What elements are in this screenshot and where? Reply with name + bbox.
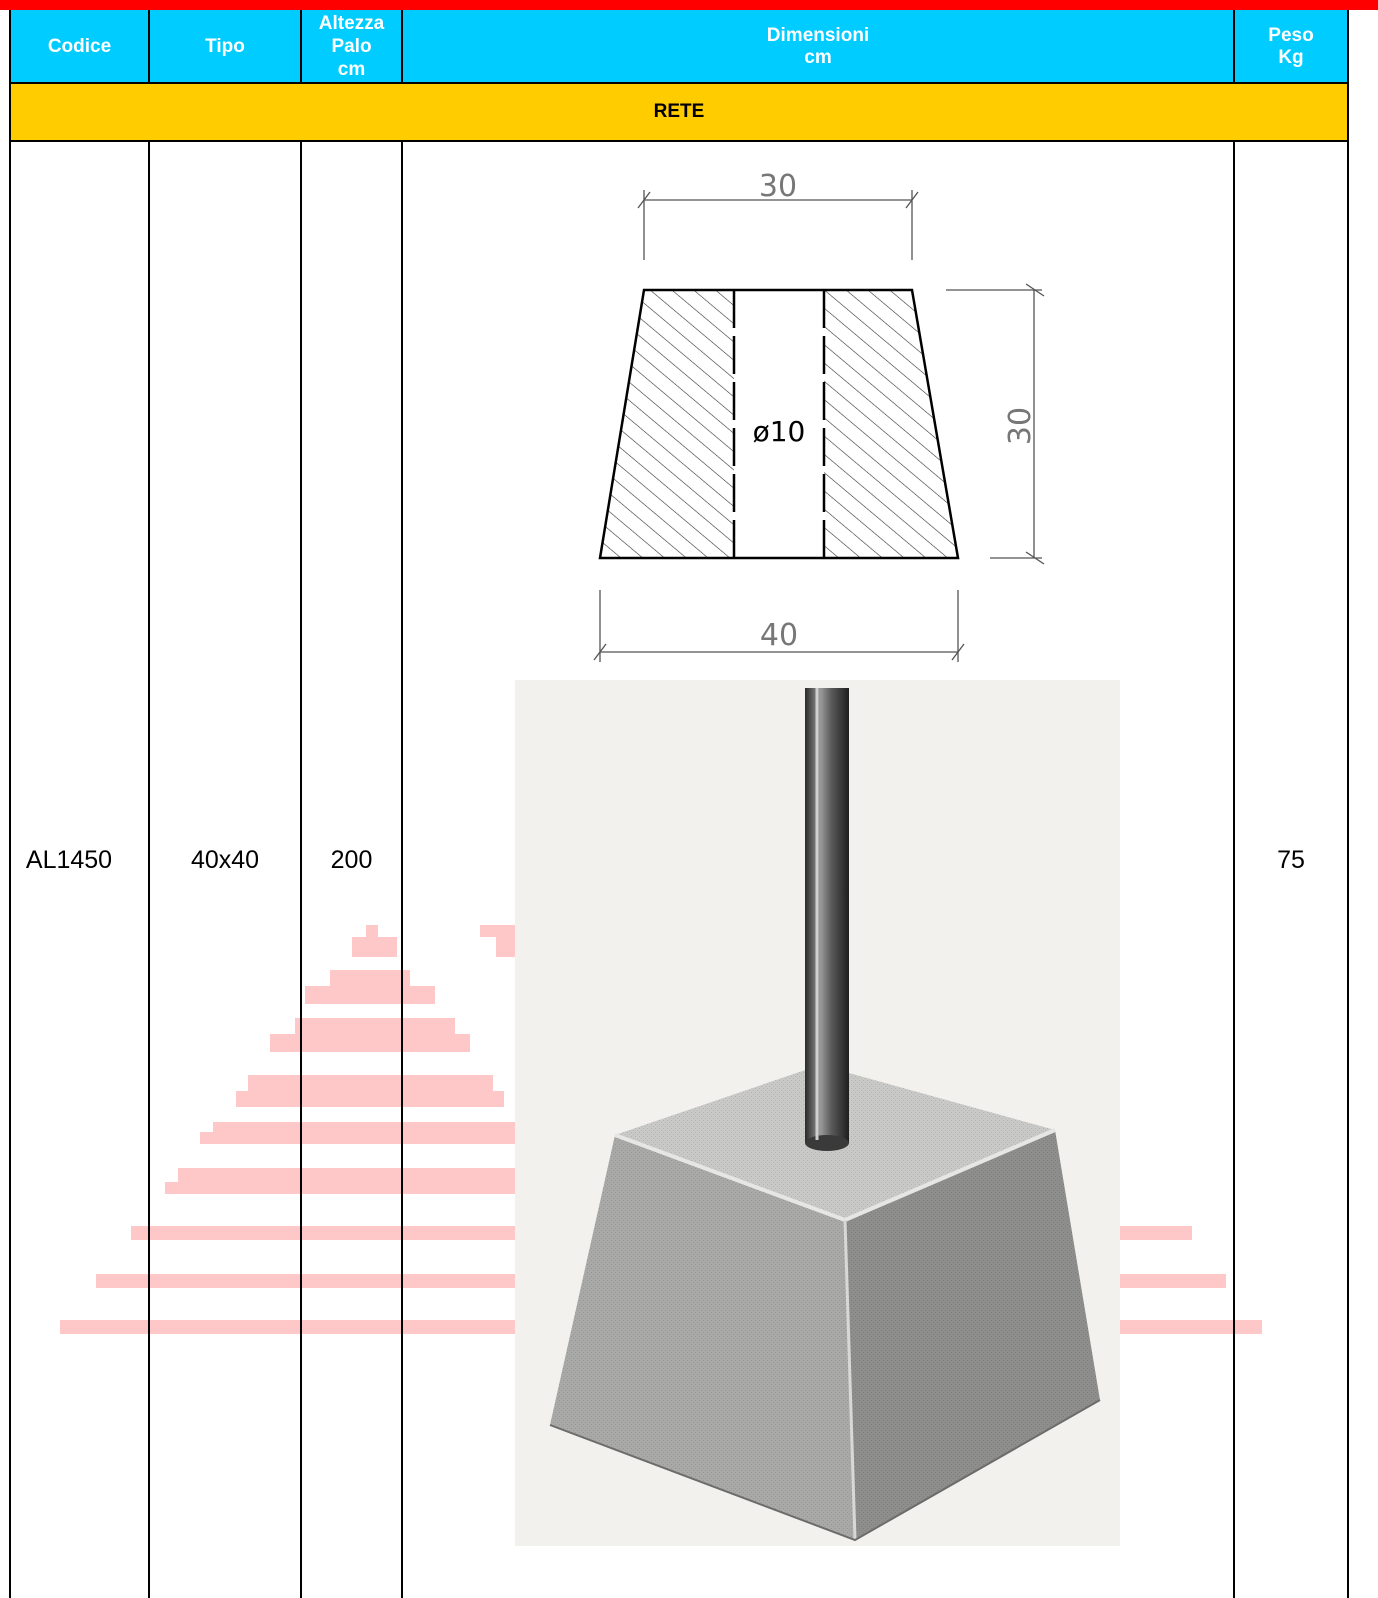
header-peso: Peso Kg [1234, 10, 1348, 83]
grid-line [300, 141, 302, 1598]
cell-altezza: 200 [330, 845, 373, 874]
bottom-dimension [593, 590, 965, 662]
section-rete: RETE [10, 83, 1348, 141]
grid-line [148, 141, 150, 1598]
grid-line [9, 10, 11, 1598]
grid-line [300, 10, 302, 83]
base-photo [515, 680, 1120, 1546]
top-red-bar [0, 0, 1378, 10]
header-altezza-palo: Altezza Palo cm [301, 10, 402, 83]
header-dimensioni: Dimensioni cm [402, 10, 1234, 83]
grid-line [9, 140, 1349, 142]
cell-peso: 75 [1277, 845, 1305, 874]
cell-tipo: 40x40 [190, 845, 260, 874]
bottom-width-label: 40 [760, 618, 798, 653]
grid-line [148, 10, 150, 83]
dimension-drawing: 30 ø10 30 40 [593, 169, 1045, 662]
grid-line [1347, 10, 1349, 1598]
right-dimension [946, 283, 1045, 565]
grid-line [1233, 10, 1235, 83]
grid-line [401, 10, 403, 83]
header-tipo: Tipo [149, 10, 301, 83]
top-dimension [637, 190, 919, 260]
hatched-left [600, 290, 734, 558]
hatched-right [824, 290, 958, 558]
header-codice: Codice [10, 10, 149, 83]
grid-line [9, 82, 1349, 84]
grid-line [401, 141, 403, 1598]
top-width-label: 30 [759, 169, 797, 204]
grid-line [1233, 141, 1235, 1598]
cell-codice: AL1450 [25, 845, 113, 874]
height-label: 30 [1003, 407, 1038, 445]
hole-label: ø10 [753, 415, 806, 448]
